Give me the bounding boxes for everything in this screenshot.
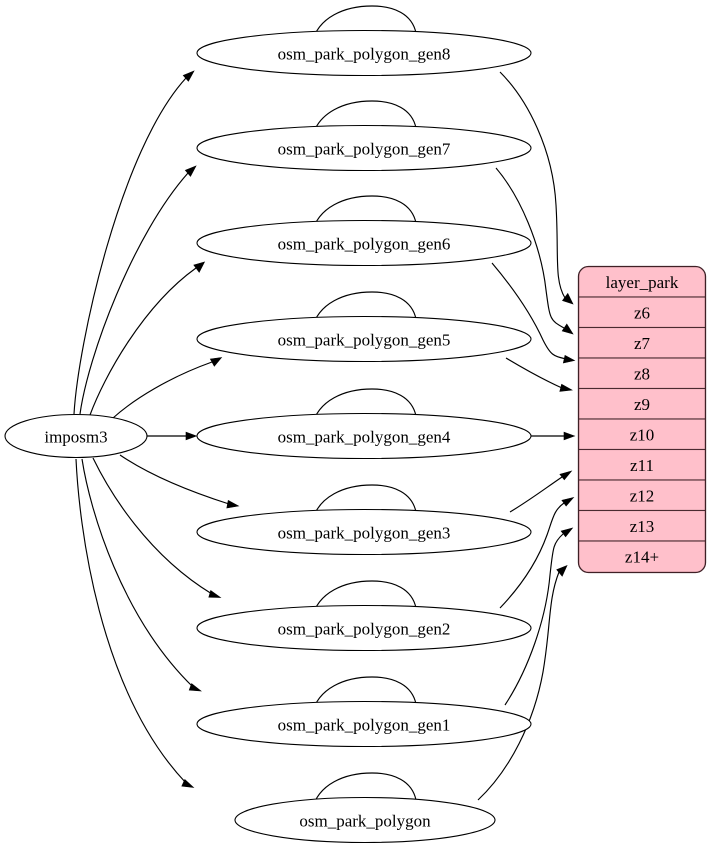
table-row-z11-label: z11	[630, 456, 654, 475]
table-row-z9[interactable]: z9	[578, 387, 706, 420]
table-row-z14plus[interactable]: z14+	[578, 540, 706, 573]
table-row-z6-label: z6	[634, 304, 650, 323]
edge-imposm3-to-gen5	[112, 357, 223, 419]
node-gen2[interactable]: osm_park_polygon_gen2	[196, 604, 532, 652]
table-row-z7[interactable]: z7	[578, 326, 706, 359]
node-layer-park-table[interactable]: layer_park z6 z7 z8	[577, 265, 707, 574]
node-gen6-label: osm_park_polygon_gen6	[278, 235, 451, 254]
edge-group-source-to-processes	[73, 70, 240, 788]
edge-imposm3-to-gen1	[81, 458, 202, 692]
edge-imposm3-to-gen8	[73, 70, 195, 415]
edge-imposm3-to-gen7	[79, 165, 197, 415]
node-imposm3-label: imposm3	[44, 428, 107, 447]
table-row-z13-label: z13	[630, 517, 655, 536]
edge-gen3-to-z11	[509, 470, 573, 513]
node-osm-park-polygon[interactable]: osm_park_polygon	[234, 796, 496, 844]
node-gen1[interactable]: osm_park_polygon_gen1	[196, 700, 532, 748]
table-header-label: layer_park	[606, 273, 679, 292]
node-gen8[interactable]: osm_park_polygon_gen8	[196, 29, 532, 77]
edge-imposm3-to-gen2	[92, 457, 222, 598]
node-gen1-label: osm_park_polygon_gen1	[278, 716, 451, 735]
table-row-z7-label: z7	[634, 334, 651, 353]
table-row-z13[interactable]: z13	[578, 509, 706, 542]
edge-imposm3-to-gen6	[89, 261, 206, 416]
node-gen5-label: osm_park_polygon_gen5	[278, 331, 451, 350]
node-gen3-label: osm_park_polygon_gen3	[278, 524, 451, 543]
table-row-z11[interactable]: z11	[578, 448, 706, 481]
node-imposm3[interactable]: imposm3	[4, 413, 148, 459]
edge-imposm3-to-base	[75, 458, 195, 788]
table-row-z8-label: z8	[634, 365, 650, 384]
edge-gen4-to-z10	[531, 431, 576, 441]
table-row-z6[interactable]: z6	[578, 296, 706, 329]
edge-base-to-z14plus	[477, 564, 568, 801]
table-outline	[577, 265, 707, 574]
table-row-z12-label: z12	[630, 487, 655, 506]
edge-gen2-to-z12	[499, 496, 575, 609]
node-gen4-label: osm_park_polygon_gen4	[278, 428, 451, 447]
table-row-z8[interactable]: z8	[578, 357, 706, 390]
edge-imposm3-to-gen4	[147, 431, 198, 441]
table-row-z10-label: z10	[630, 426, 655, 445]
node-gen8-label: osm_park_polygon_gen8	[278, 45, 451, 64]
table-row-z9-label: z9	[634, 395, 650, 414]
edge-group-processes-to-table	[477, 71, 576, 801]
edge-gen5-to-z9	[505, 357, 573, 392]
edge-gen6-to-z8	[491, 262, 576, 364]
table-header-cell: layer_park	[578, 266, 706, 298]
node-gen5[interactable]: osm_park_polygon_gen5	[196, 315, 532, 363]
node-gen7[interactable]: osm_park_polygon_gen7	[196, 124, 532, 172]
table-row-z10[interactable]: z10	[578, 418, 706, 451]
node-gen2-label: osm_park_polygon_gen2	[278, 620, 451, 639]
node-gen3[interactable]: osm_park_polygon_gen3	[196, 508, 532, 556]
edge-gen8-to-z6	[499, 71, 574, 305]
edge-imposm3-to-gen3	[119, 454, 240, 509]
table-row-z12[interactable]: z12	[578, 479, 706, 512]
node-gen6[interactable]: osm_park_polygon_gen6	[196, 219, 532, 267]
node-gen7-label: osm_park_polygon_gen7	[278, 140, 451, 159]
table-row-z14plus-label: z14+	[625, 548, 659, 567]
node-gen4[interactable]: osm_park_polygon_gen4	[196, 412, 532, 460]
node-osm-park-polygon-label: osm_park_polygon	[299, 812, 431, 831]
edge-gen7-to-z7	[495, 167, 574, 335]
edge-gen1-to-z13	[504, 527, 574, 706]
